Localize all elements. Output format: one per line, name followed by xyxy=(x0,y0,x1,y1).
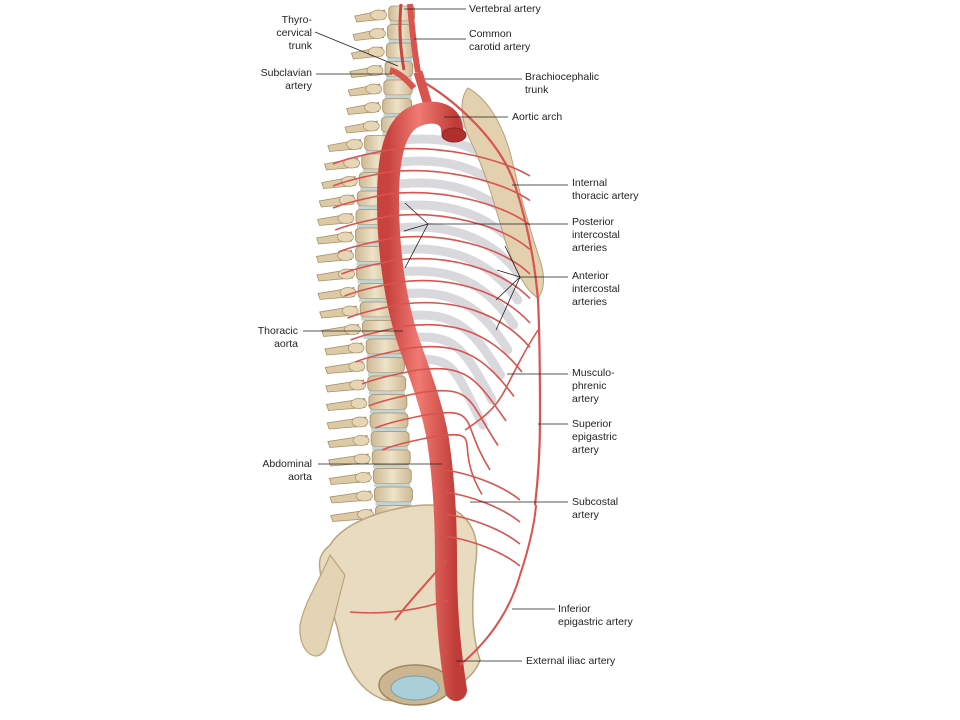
label-musculophrenic-artery: Musculo- phrenic artery xyxy=(572,367,615,405)
intercostal-vessel xyxy=(430,411,491,471)
posterior-intercostal-vessel xyxy=(332,149,389,165)
posterior-intercostal-vessel xyxy=(344,281,400,297)
intercostal-vessel xyxy=(390,213,531,251)
label-inferior-epigastric-artery: Inferior epigastric artery xyxy=(558,603,633,628)
vertebra xyxy=(350,42,414,62)
vertebra xyxy=(328,449,411,469)
posterior-intercostal-vessel xyxy=(355,347,411,363)
label-aortic-arch: Aortic arch xyxy=(512,111,563,123)
posterior-intercostal-vessel xyxy=(374,413,431,429)
label-external-iliac-artery: External iliac artery xyxy=(526,655,616,667)
intercostal-vessel xyxy=(393,235,531,275)
musculophrenic-vessel xyxy=(464,329,539,431)
label-anterior-intercostal-arteries: Anterior intercostal arteries xyxy=(572,270,620,308)
leader-thyrocervical xyxy=(314,31,399,67)
lumbar-vessel xyxy=(445,491,521,523)
vertebra xyxy=(347,79,413,99)
epigastric-vessel xyxy=(459,504,537,666)
label-subclavian-artery: Subclavian artery xyxy=(260,67,312,92)
rib xyxy=(380,266,519,330)
intercostal-arteries xyxy=(332,147,531,567)
label-thyrocervical-trunk: Thyro- cervical trunk xyxy=(276,14,312,52)
internal-thoracic-vessel xyxy=(419,79,542,506)
label-thoracic-aorta: Thoracic aorta xyxy=(257,325,298,350)
posterior-intercostal-vessel xyxy=(381,435,437,451)
posterior-intercostal-vessel xyxy=(338,237,394,253)
posterior-intercostal-vessel xyxy=(361,369,418,385)
intercostal-vessel xyxy=(410,345,515,397)
vertebra xyxy=(329,486,413,506)
label-posterior-intercostal-arteries: Posterior intercostal arteries xyxy=(572,216,620,254)
vertebra xyxy=(327,431,410,450)
vertebra xyxy=(325,375,407,395)
aorta-vessel xyxy=(376,101,467,701)
lumbar-vessel xyxy=(445,535,521,567)
label-internal-thoracic-artery: Internal thoracic artery xyxy=(572,177,639,202)
leader-anterior-intercostal-c xyxy=(495,276,521,331)
posterior-intercostal-vessel xyxy=(341,259,397,275)
iliac-branch-vessel xyxy=(394,559,447,621)
leader-posterior-intercostal-b xyxy=(403,223,429,232)
lumbar-vessel xyxy=(445,513,521,545)
vertebra xyxy=(315,246,390,265)
rib xyxy=(378,244,523,305)
vertebra xyxy=(324,357,405,376)
leader-anterior-intercostal-b xyxy=(495,276,521,301)
vertebra xyxy=(328,468,412,487)
leader-anterior-intercostal-d xyxy=(504,245,521,278)
intercostal-vessel xyxy=(423,389,499,446)
label-abdominal-aorta: Abdominal aorta xyxy=(262,458,312,483)
intercostal-vessel xyxy=(387,169,531,202)
posterior-intercostal-vessel xyxy=(332,171,389,187)
vertebra xyxy=(319,301,397,321)
intercostal-vessel xyxy=(402,301,531,349)
label-superior-epigastric-artery: Superior epigastric artery xyxy=(572,418,617,456)
label-vertebral-artery: Vertebral artery xyxy=(469,3,541,15)
vertebra xyxy=(326,412,409,432)
posterior-intercostal-vessel xyxy=(332,193,389,209)
leader-posterior-intercostal-c xyxy=(404,202,429,225)
common-carotid-vessel xyxy=(407,3,421,73)
label-subcostal-artery: Subcostal artery xyxy=(572,496,619,521)
label-common-carotid-artery: Common carotid artery xyxy=(469,28,531,53)
intercostal-vessel xyxy=(416,367,507,422)
intercostal-vessel xyxy=(399,279,531,324)
vertebral-column xyxy=(315,5,416,524)
vertebra xyxy=(325,394,408,413)
intercostal-vessel xyxy=(436,433,483,495)
vertebra xyxy=(346,98,412,117)
intercostal-vessel xyxy=(387,147,531,177)
label-brachiocephalic-trunk: Brachiocephalic trunk xyxy=(525,71,600,96)
vertebra xyxy=(316,264,392,284)
subclavian-vessel xyxy=(389,67,417,91)
posterior-intercostal-vessel xyxy=(347,303,403,319)
posterior-intercostal-vessel xyxy=(350,325,406,341)
vertebra xyxy=(352,24,415,43)
iliac-branch-vessel xyxy=(349,599,449,614)
vertebral-vessel xyxy=(398,3,406,71)
posterior-intercostal-vessel xyxy=(368,391,424,407)
intercostal-vessel xyxy=(396,257,531,300)
aorta-cut-opening xyxy=(441,127,467,143)
intercostal-vessel xyxy=(387,191,531,226)
rib xyxy=(377,222,525,280)
intercostal-vessel xyxy=(405,323,523,373)
arterial-tree xyxy=(332,3,542,701)
lumbar-vessel xyxy=(445,469,521,501)
vertebra xyxy=(324,338,404,358)
leader-lines xyxy=(303,8,568,662)
posterior-intercostal-vessel xyxy=(334,215,391,231)
vertebra xyxy=(321,320,400,339)
